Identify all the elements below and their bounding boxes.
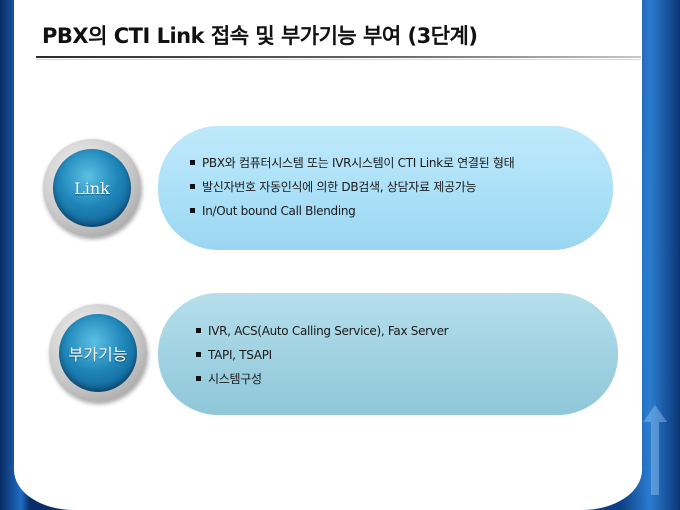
features-bullet-list: IVR, ACS(Auto Calling Service), Fax Serv… xyxy=(196,319,449,391)
bullet-text: In/Out bound Call Blending xyxy=(202,204,356,218)
list-item: PBX와 컴퓨터시스템 또는 IVR시스템이 CTI Link로 연결된 형태 xyxy=(190,151,515,175)
bullet-square-icon xyxy=(196,328,201,333)
link-badge-label: Link xyxy=(74,178,110,198)
list-item: In/Out bound Call Blending xyxy=(190,199,514,223)
list-item: 시스템구성 xyxy=(196,367,448,391)
list-item: TAPI, TSAPI xyxy=(196,343,448,367)
bullet-text: IVR, ACS(Auto Calling Service), Fax Serv… xyxy=(208,324,449,338)
bullet-text: TAPI, TSAPI xyxy=(208,348,272,362)
bullet-square-icon xyxy=(190,160,195,165)
bullet-square-icon xyxy=(196,352,201,357)
features-badge-label: 부가기능 xyxy=(68,345,128,364)
title-underline-shadow xyxy=(36,59,641,60)
link-bullet-list: PBX와 컴퓨터시스템 또는 IVR시스템이 CTI Link로 연결된 형태 … xyxy=(190,151,515,223)
link-badge-inner: Link xyxy=(53,149,131,227)
bullet-text: 발신자번호 자동인식에 의한 DB검색, 상담자료 제공가능 xyxy=(202,180,477,194)
bullet-text: 시스템구성 xyxy=(208,372,262,386)
bullet-square-icon xyxy=(190,184,195,189)
bullet-text: PBX와 컴퓨터시스템 또는 IVR시스템이 CTI Link로 연결된 형태 xyxy=(202,156,515,170)
bullet-square-icon xyxy=(190,208,195,213)
additional-features-panel xyxy=(158,293,618,415)
features-badge-inner: 부가기능 xyxy=(59,314,137,392)
slide-sheet xyxy=(14,0,642,510)
list-item: IVR, ACS(Auto Calling Service), Fax Serv… xyxy=(196,319,449,343)
link-description-panel xyxy=(158,126,613,250)
list-item: 발신자번호 자동인식에 의한 DB검색, 상담자료 제공가능 xyxy=(190,175,514,199)
up-arrow-decoration-icon xyxy=(643,405,667,495)
link-badge: Link xyxy=(43,139,141,237)
title-underline xyxy=(36,56,641,58)
slide-title: PBX의 CTI Link 접속 및 부가기능 부여 (3단계) xyxy=(42,24,478,48)
bullet-square-icon xyxy=(196,376,201,381)
features-badge: 부가기능 xyxy=(49,304,147,402)
